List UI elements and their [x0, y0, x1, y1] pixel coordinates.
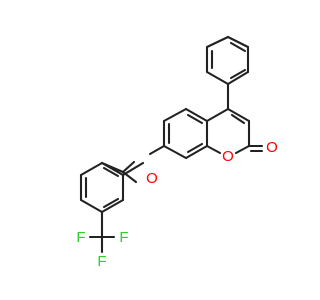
- bond: [226, 70, 250, 86]
- bond: [226, 107, 251, 123]
- bond: [205, 107, 230, 123]
- bond: [205, 144, 222, 155]
- fluorine-left-label: F: [76, 229, 85, 246]
- bond: [100, 161, 125, 177]
- bond: [100, 198, 125, 214]
- bond: [234, 144, 251, 155]
- bond: [121, 161, 145, 177]
- bond-lines: [79, 35, 264, 254]
- bond: [79, 198, 104, 214]
- atom-labels: O O O F F F: [76, 139, 277, 270]
- carbonyl-oxygen-label: O: [266, 139, 278, 156]
- bond: [230, 113, 246, 125]
- bond: [186, 113, 204, 125]
- molecule-structure: O O O F F F: [76, 35, 278, 270]
- bond: [162, 144, 188, 160]
- fluorine-bottom-label: F: [97, 253, 106, 270]
- bond: [148, 144, 166, 156]
- bond: [102, 166, 120, 178]
- bond: [229, 41, 247, 53]
- ring-oxygen-label: O: [222, 148, 234, 165]
- bond: [184, 107, 209, 123]
- ether-oxygen-label: O: [146, 170, 158, 187]
- bond: [162, 107, 188, 123]
- bond: [79, 161, 104, 177]
- bond: [121, 160, 136, 174]
- bond: [205, 70, 230, 86]
- bond: [229, 68, 247, 80]
- bond: [186, 142, 204, 154]
- fluorine-right-label: F: [119, 229, 128, 246]
- bond: [102, 197, 120, 209]
- bond: [226, 35, 250, 49]
- molecule-canvas: O O O F F F: [76, 35, 278, 270]
- bond: [184, 144, 209, 160]
- bond: [205, 35, 230, 49]
